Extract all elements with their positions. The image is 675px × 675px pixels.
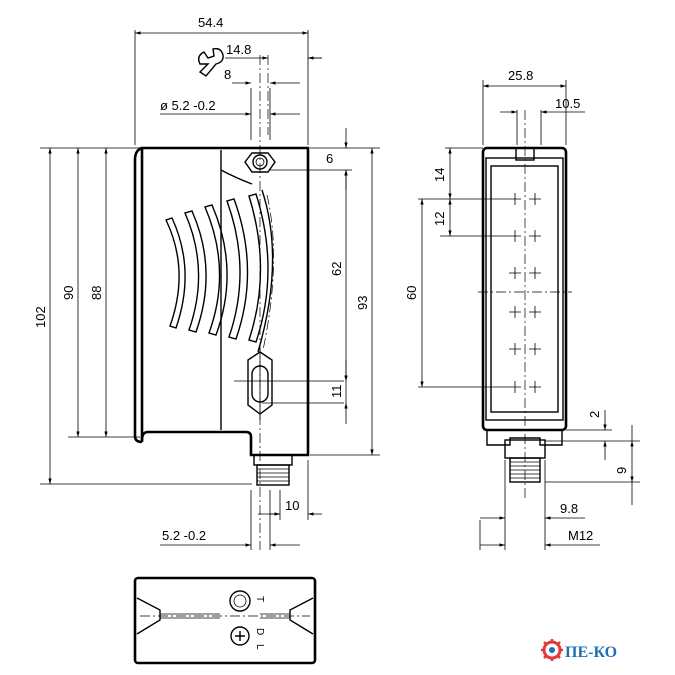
front-housing-outline [481,146,568,432]
mode-switch [230,626,250,646]
bottom-housing-outline [133,576,317,665]
front-window [490,165,559,413]
dim-height-inner: 88 [89,286,104,300]
dim-connector-length: 9 [614,467,629,474]
dim-window-height: 60 [404,286,419,300]
bottom-right-bevel [289,597,314,635]
dim-slot-offset: 14.8 [226,42,251,57]
dim-slot-width: 5.2 -0.2 [162,528,206,543]
dim-height-93: 93 [355,296,370,310]
dim-height-body: 90 [61,286,76,300]
mark-d: D [254,628,265,635]
company-logo: ПЕ-КО [541,639,617,661]
dim-front-top-offset: 14 [432,168,447,182]
side-lens-curve [257,189,274,353]
front-view: 25.8 10.5 14 12 60 2 9 9.8 M12 [404,68,640,550]
side-housing-left-edge [133,146,143,444]
dim-hole-top-offset: 6 [326,151,333,166]
side-housing-outline [140,146,310,457]
mark-t: T [254,596,265,602]
dim-slot-length: 11 [329,385,344,399]
side-view: 54.4 14.8 8 ø 5.2 -0.2 102 90 88 6 62 [33,15,380,550]
mark-l: L [254,644,265,650]
gear-icon [541,639,563,661]
bottom-left-bevel [136,597,161,635]
dim-gap: 2 [587,411,602,418]
side-connector [253,454,293,486]
slot-hole [234,345,344,420]
sensitivity-potentiometer [229,590,251,612]
wrench-icon [197,47,224,77]
dim-wrench-size: 8 [224,67,231,82]
dim-hole-spacing: 62 [329,262,344,276]
dim-side-width: 54.4 [198,15,223,30]
beam-arcs [165,193,269,343]
dim-thread: M12 [568,528,593,543]
led-crosses [509,193,541,393]
dim-front-half-width: 10.5 [555,96,580,111]
front-base [486,430,563,446]
dim-connector-offset: 10 [285,498,299,513]
front-frame [485,157,564,421]
bottom-view: T D L [133,576,317,665]
dim-hole-diameter: ø 5.2 -0.2 [160,98,216,113]
logo-text: ПЕ-КО [565,644,617,661]
dim-height-total: 102 [33,306,48,328]
dim-front-width: 25.8 [508,68,533,83]
dim-led-pitch: 12 [432,212,447,226]
dim-front-connector-offset: 9.8 [560,501,578,516]
